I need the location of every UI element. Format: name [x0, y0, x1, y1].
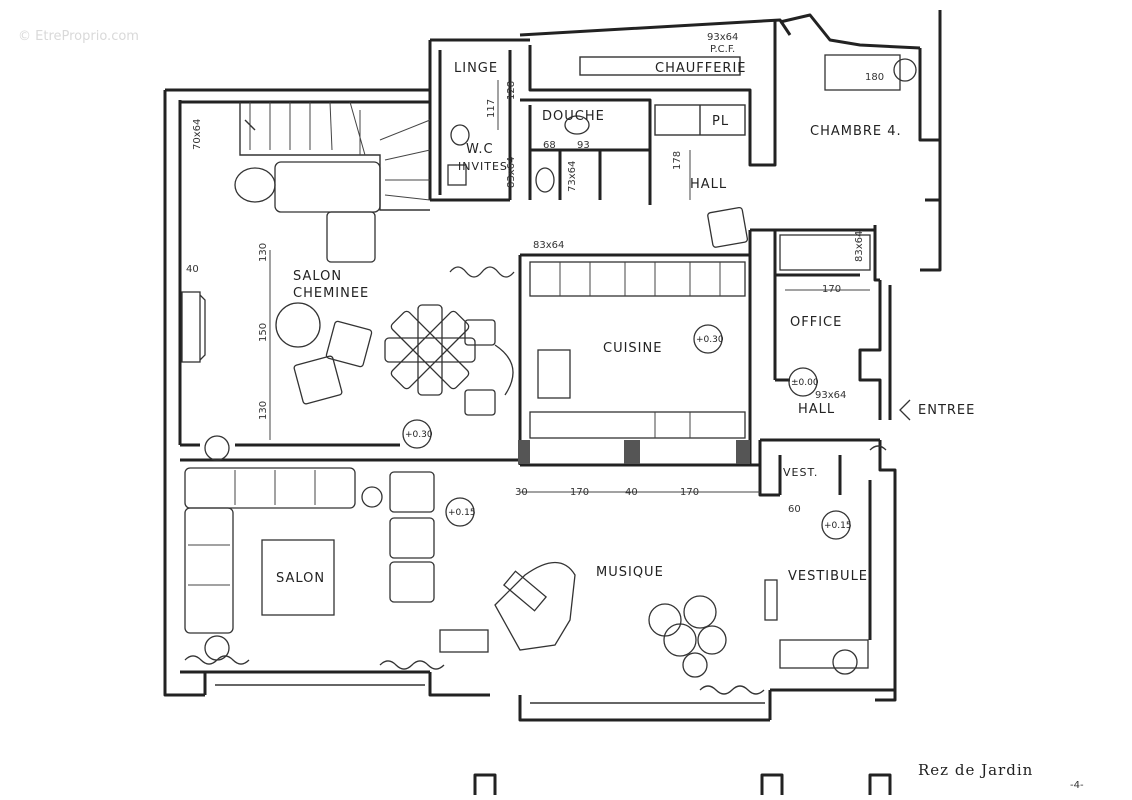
label-wc: W.C	[466, 142, 494, 157]
label-placard: PL	[712, 114, 729, 129]
label-office: OFFICE	[790, 315, 842, 330]
svg-text:+0.15: +0.15	[448, 508, 476, 518]
label-hall-top: HALL	[690, 177, 727, 192]
staircase	[239, 101, 431, 211]
dim-93x64-top: 93x64	[707, 32, 738, 43]
dim-83x64-b: 83x64	[533, 240, 564, 251]
label-chaufferie: CHAUFFERIE	[655, 61, 747, 76]
level-salon-cheminee: +0.30	[402, 419, 433, 449]
label-salon: SALON	[276, 571, 325, 586]
label-invites: INVITES	[458, 160, 508, 173]
interior-walls	[180, 50, 880, 497]
dim-130-a: 130	[258, 243, 269, 262]
dim-150: 150	[258, 323, 269, 342]
dim-117: 117	[486, 99, 497, 118]
curtains	[184, 266, 887, 695]
level-vestibule: +0.15	[821, 510, 852, 540]
dim-68: 68	[543, 140, 556, 151]
svg-text:+0.30: +0.30	[696, 335, 724, 345]
level-markers: +0.30 +0.30 +0.15 ±0.00 +0.15	[402, 324, 852, 540]
level-salon: +0.15	[445, 497, 476, 527]
label-douche: DOUCHE	[542, 109, 605, 124]
dim-128: 128	[506, 81, 517, 100]
svg-text:+0.15: +0.15	[824, 521, 852, 531]
dim-40: 40	[186, 264, 199, 275]
label-vestibule: VESTIBULE	[788, 569, 868, 584]
dim-60: 60	[788, 504, 801, 515]
label-salon-cheminee-2: CHEMINEE	[293, 286, 369, 301]
level-cuisine: +0.30	[693, 324, 724, 354]
label-entree: ENTREE	[918, 403, 975, 418]
dim-93: 93	[577, 140, 590, 151]
entree-arrow-icon	[899, 399, 911, 421]
dim-130-b: 130	[258, 401, 269, 420]
svg-text:+0.30: +0.30	[405, 430, 433, 440]
watermark: © EtreProprio.com	[18, 29, 139, 44]
dim-83x64-c: 83x64	[854, 231, 865, 262]
dim-70x64: 70x64	[192, 119, 203, 150]
dim-170-a: 170	[570, 487, 589, 498]
label-vest: VEST.	[783, 466, 818, 479]
level-hall: ±0.00	[788, 367, 819, 397]
furniture	[181, 54, 917, 678]
dim-40-b: 40	[625, 487, 638, 498]
label-hall-entry: HALL	[798, 402, 835, 417]
footer-page: -4-	[1070, 780, 1084, 791]
room-labels: LINGE CHAUFFERIE DOUCHE PL W.C INVITES H…	[276, 61, 975, 586]
label-linge: LINGE	[454, 61, 498, 76]
dim-93x64-hall: 93x64	[815, 390, 846, 401]
dimension-labels: 93x64 P.C.F. 180 70x64 128 117 68 93 178…	[186, 32, 884, 515]
dim-170-b: 170	[680, 487, 699, 498]
label-chambre: CHAMBRE 4.	[810, 124, 902, 139]
label-cuisine: CUISINE	[603, 341, 662, 356]
footer: Rez de Jardin -4-	[473, 761, 1084, 795]
outer-walls	[163, 10, 942, 722]
dim-180: 180	[865, 72, 884, 83]
svg-text:±0.00: ±0.00	[791, 378, 819, 388]
dim-178: 178	[672, 151, 683, 170]
dim-73x64: 73x64	[567, 161, 578, 192]
footer-title: Rez de Jardin	[918, 761, 1033, 779]
label-salon-cheminee-1: SALON	[293, 269, 342, 284]
label-musique: MUSIQUE	[596, 565, 664, 580]
dim-pcf: P.C.F.	[710, 44, 735, 55]
dim-83x64-a: 83x64	[506, 157, 517, 188]
dim-170-office: 170	[822, 284, 841, 295]
dim-30: 30	[515, 487, 528, 498]
dimension-lines	[269, 80, 870, 493]
